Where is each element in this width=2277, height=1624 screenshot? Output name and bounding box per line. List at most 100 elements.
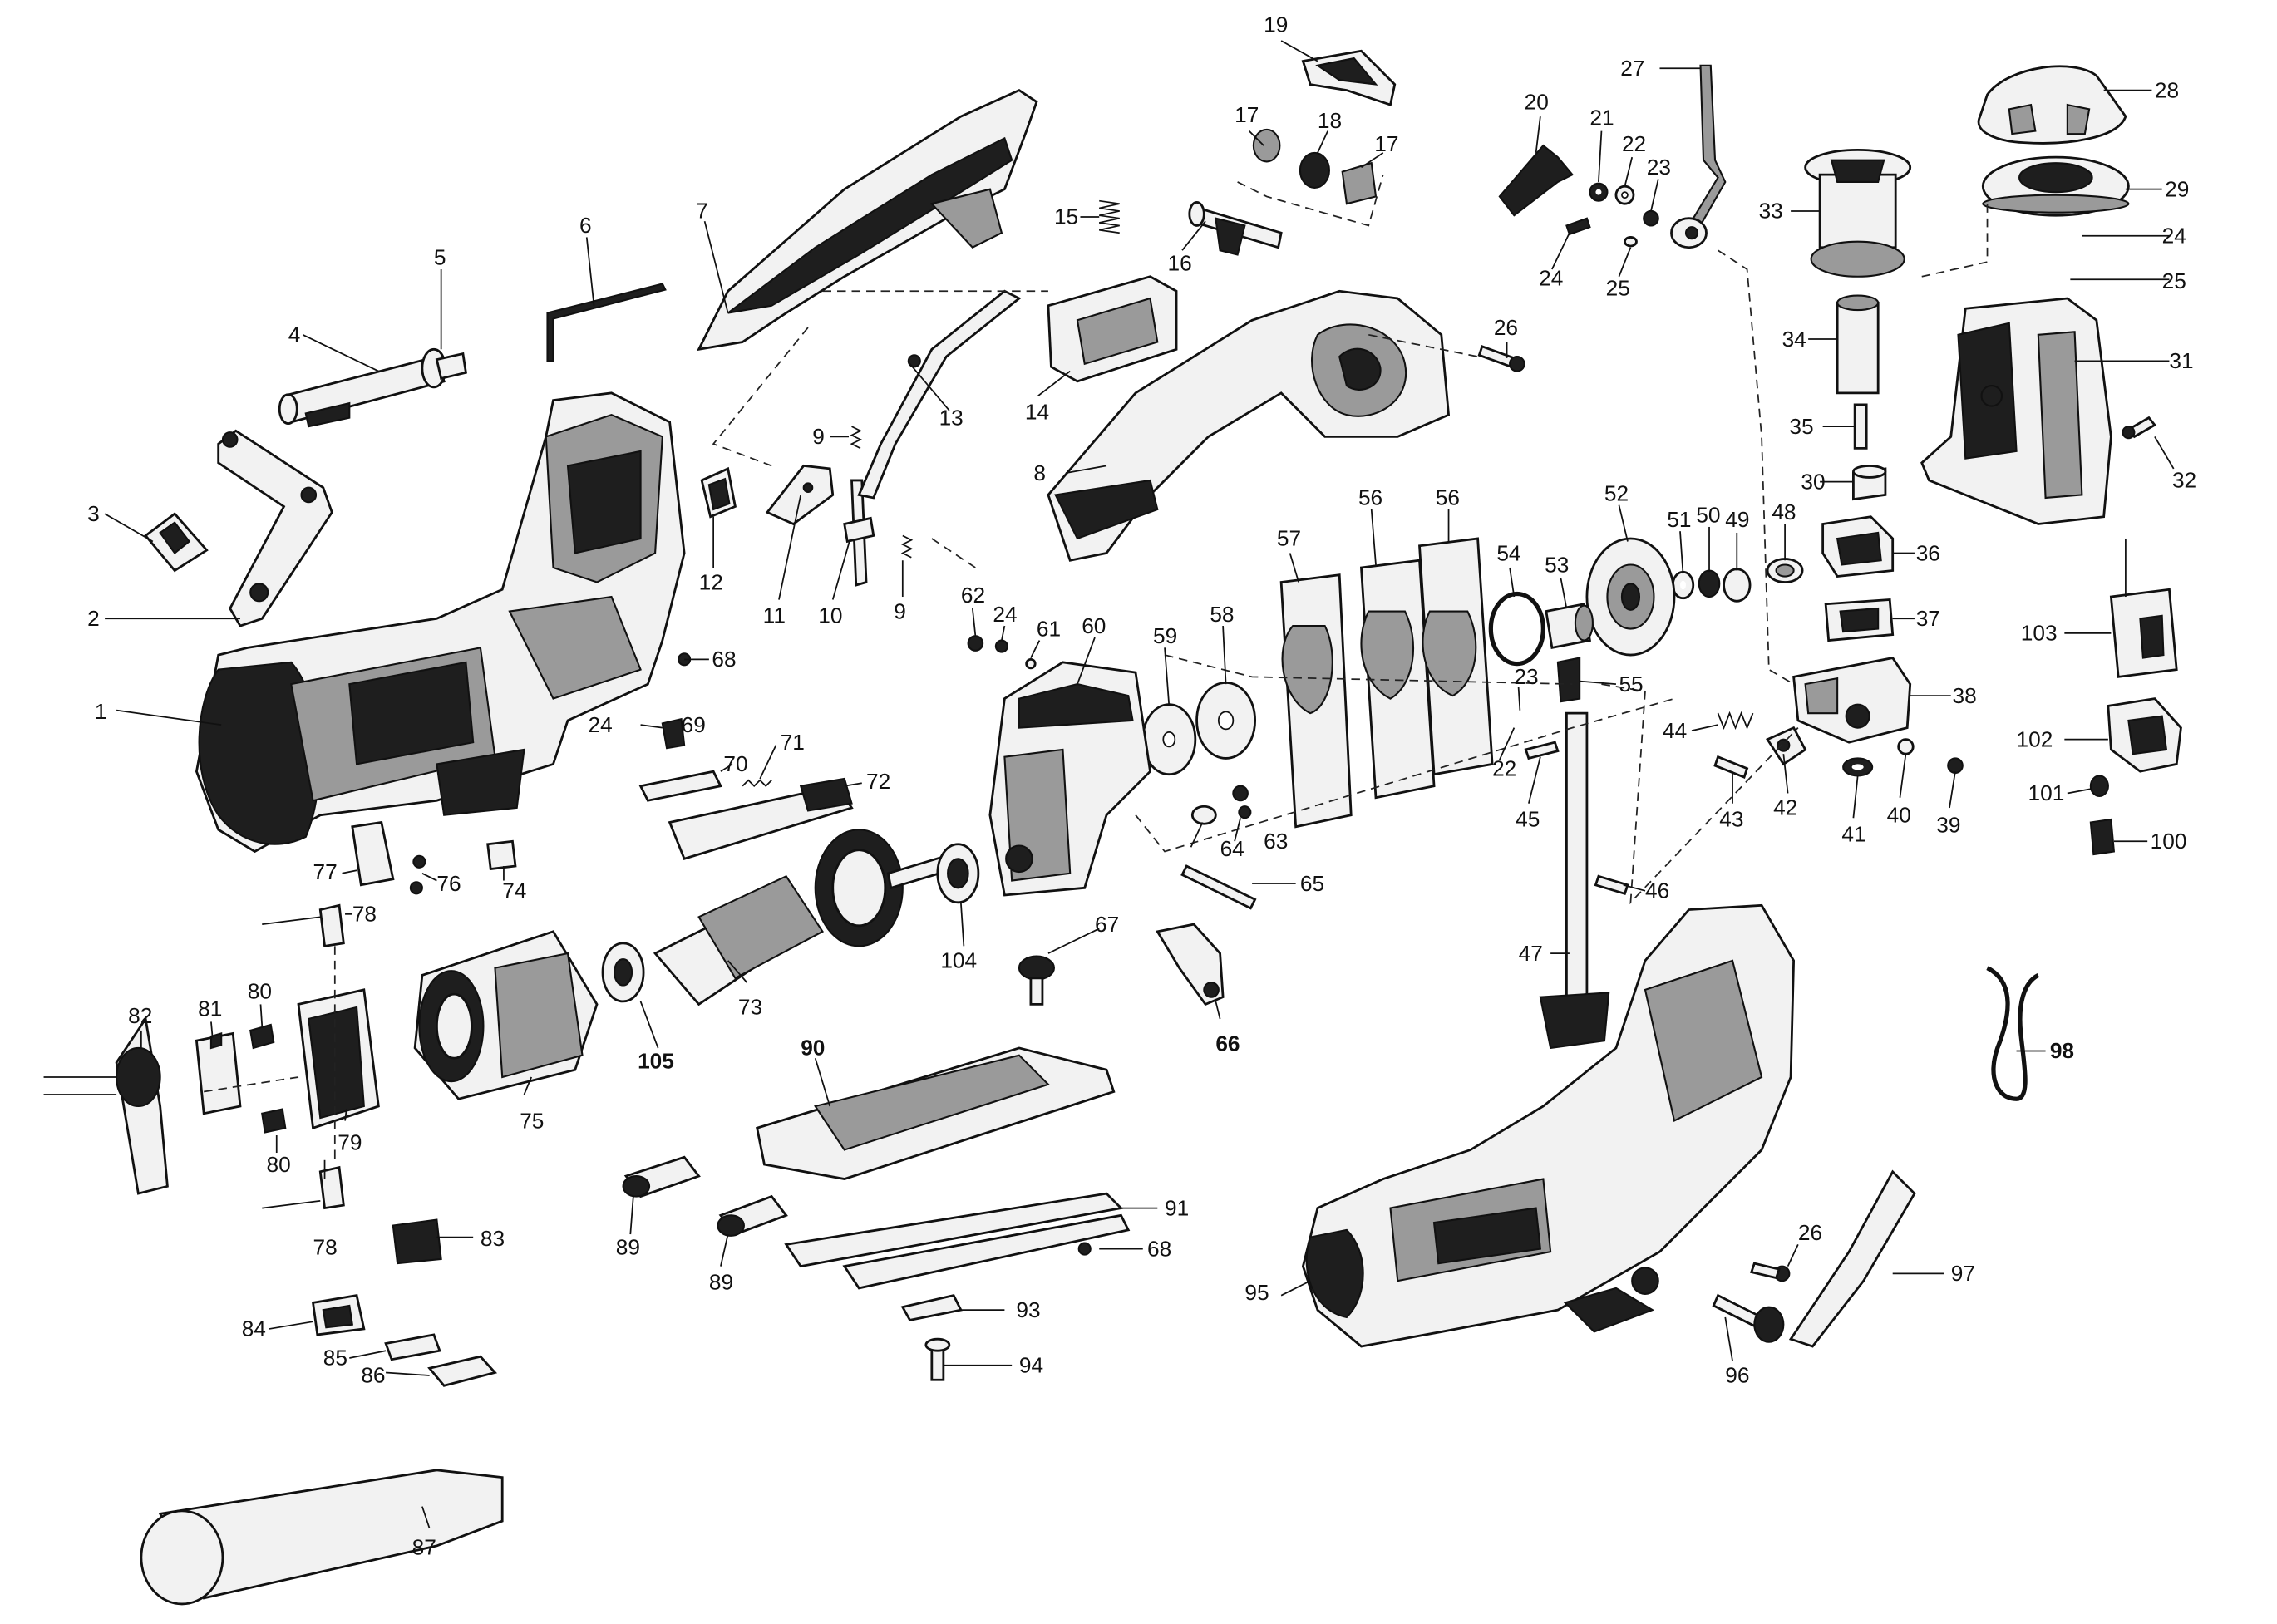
part-ball-101 — [2089, 775, 2109, 798]
part-brush-78a — [262, 903, 345, 947]
callout-55: 55 — [1619, 672, 1643, 696]
callout-57: 57 — [1277, 526, 1301, 551]
callout-20: 20 — [1525, 89, 1549, 114]
part-handle-cover — [1047, 289, 1451, 562]
callout-5: 5 — [434, 245, 446, 270]
part-screws-76 — [409, 854, 426, 895]
part-hex-key — [546, 283, 667, 362]
callout-32: 32 — [2172, 468, 2196, 493]
part-right-cover — [1920, 297, 2112, 525]
callout-51: 51 — [1667, 507, 1691, 532]
callout-23a: 23 — [1647, 155, 1671, 180]
callout-62: 62 — [961, 583, 985, 608]
callout-25a: 25 — [1606, 276, 1630, 301]
callout-86: 86 — [361, 1363, 385, 1388]
callout-53: 53 — [1545, 552, 1569, 577]
part-pin-65 — [1180, 864, 1257, 910]
callout-17b: 17 — [1374, 131, 1398, 156]
callout-56a: 56 — [1358, 485, 1382, 510]
callout-24b: 24 — [2162, 223, 2186, 248]
part-button-89b — [717, 1194, 788, 1237]
part-shoe-93 — [900, 1294, 963, 1322]
part-switch-holder — [1047, 275, 1178, 383]
callout-13: 13 — [939, 405, 964, 430]
callout-28: 28 — [2155, 77, 2179, 102]
callout-38: 38 — [1952, 683, 1976, 708]
callout-29: 29 — [2165, 176, 2189, 201]
part-plate-56b — [1418, 537, 1494, 776]
part-connector-84 — [311, 1294, 366, 1336]
callout-24d: 24 — [589, 712, 613, 737]
callout-68a: 68 — [712, 647, 736, 672]
part-sleeve — [1852, 465, 1887, 501]
callout-11: 11 — [763, 603, 786, 628]
callout-95: 95 — [1244, 1280, 1269, 1305]
callout-81: 81 — [198, 996, 222, 1021]
callout-83: 83 — [481, 1226, 505, 1251]
part-bearing-105 — [601, 942, 645, 1003]
part-ring-23a — [1643, 209, 1659, 227]
callout-74: 74 — [502, 878, 526, 903]
part-main-gear — [1585, 537, 1676, 657]
callout-2: 2 — [87, 606, 100, 631]
part-washer-59 — [1141, 703, 1197, 776]
part-wire-clip — [1986, 966, 2040, 1101]
callout-80b: 80 — [266, 1152, 290, 1177]
callout-78a: 78 — [352, 902, 377, 927]
part-spool — [1804, 148, 1912, 278]
callout-9b: 9 — [894, 598, 906, 623]
part-washer-64 — [1190, 805, 1217, 825]
callout-37: 37 — [1916, 606, 1940, 631]
part-speed-controller — [43, 1016, 169, 1195]
part-bearing-100 — [2089, 818, 2116, 856]
callout-35: 35 — [1789, 414, 1813, 439]
part-gear-18 — [1299, 151, 1330, 189]
part-base-plate — [784, 1192, 1131, 1290]
callout-66: 66 — [1215, 1031, 1240, 1056]
callout-10: 10 — [818, 603, 842, 628]
callout-65: 65 — [1300, 871, 1324, 896]
part-pin-35 — [1853, 403, 1868, 450]
callout-26b: 26 — [1798, 1220, 1822, 1245]
part-shaft — [278, 347, 467, 428]
part-stator — [413, 930, 599, 1100]
part-bearing-104 — [936, 843, 980, 904]
part-plate-57 — [1279, 573, 1353, 829]
part-slide — [843, 479, 875, 587]
callout-24a: 24 — [1539, 265, 1563, 290]
callout-73: 73 — [738, 995, 762, 1020]
part-terminal-83 — [392, 1218, 442, 1265]
part-gear-housing — [988, 661, 1152, 897]
callout-90: 90 — [801, 1036, 825, 1061]
part-pin-45 — [1524, 741, 1560, 760]
callout-43: 43 — [1719, 807, 1743, 832]
part-ring-51 — [1671, 570, 1695, 600]
callout-17a: 17 — [1235, 102, 1259, 127]
part-capacitor-85 — [384, 1333, 441, 1361]
part-blade-clamp-103 — [2109, 538, 2178, 678]
callout-72: 72 — [866, 769, 890, 794]
part-dust-hose — [140, 1469, 504, 1606]
callout-9a: 9 — [812, 424, 825, 449]
callout-22b: 22 — [1492, 755, 1516, 780]
callout-80a: 80 — [248, 978, 272, 1003]
callout-91: 91 — [1165, 1195, 1189, 1220]
part-screw-32 — [2122, 416, 2157, 440]
callout-27: 27 — [1620, 56, 1644, 81]
callout-42: 42 — [1773, 795, 1797, 820]
part-ring-21 — [1589, 182, 1609, 202]
callout-48: 48 — [1772, 500, 1796, 524]
part-connector-86 — [427, 1355, 498, 1387]
callout-31: 31 — [2169, 348, 2193, 373]
callout-21: 21 — [1589, 106, 1614, 130]
part-ring-22a — [1614, 185, 1635, 205]
callout-34: 34 — [1782, 327, 1806, 352]
part-housing-right — [1301, 903, 1796, 1348]
callout-64: 64 — [1220, 836, 1244, 861]
part-roller — [1766, 726, 1807, 766]
callout-94: 94 — [1019, 1352, 1043, 1377]
callout-98: 98 — [2050, 1038, 2074, 1063]
callout-7: 7 — [696, 199, 708, 224]
part-spring-80a — [249, 1023, 275, 1050]
